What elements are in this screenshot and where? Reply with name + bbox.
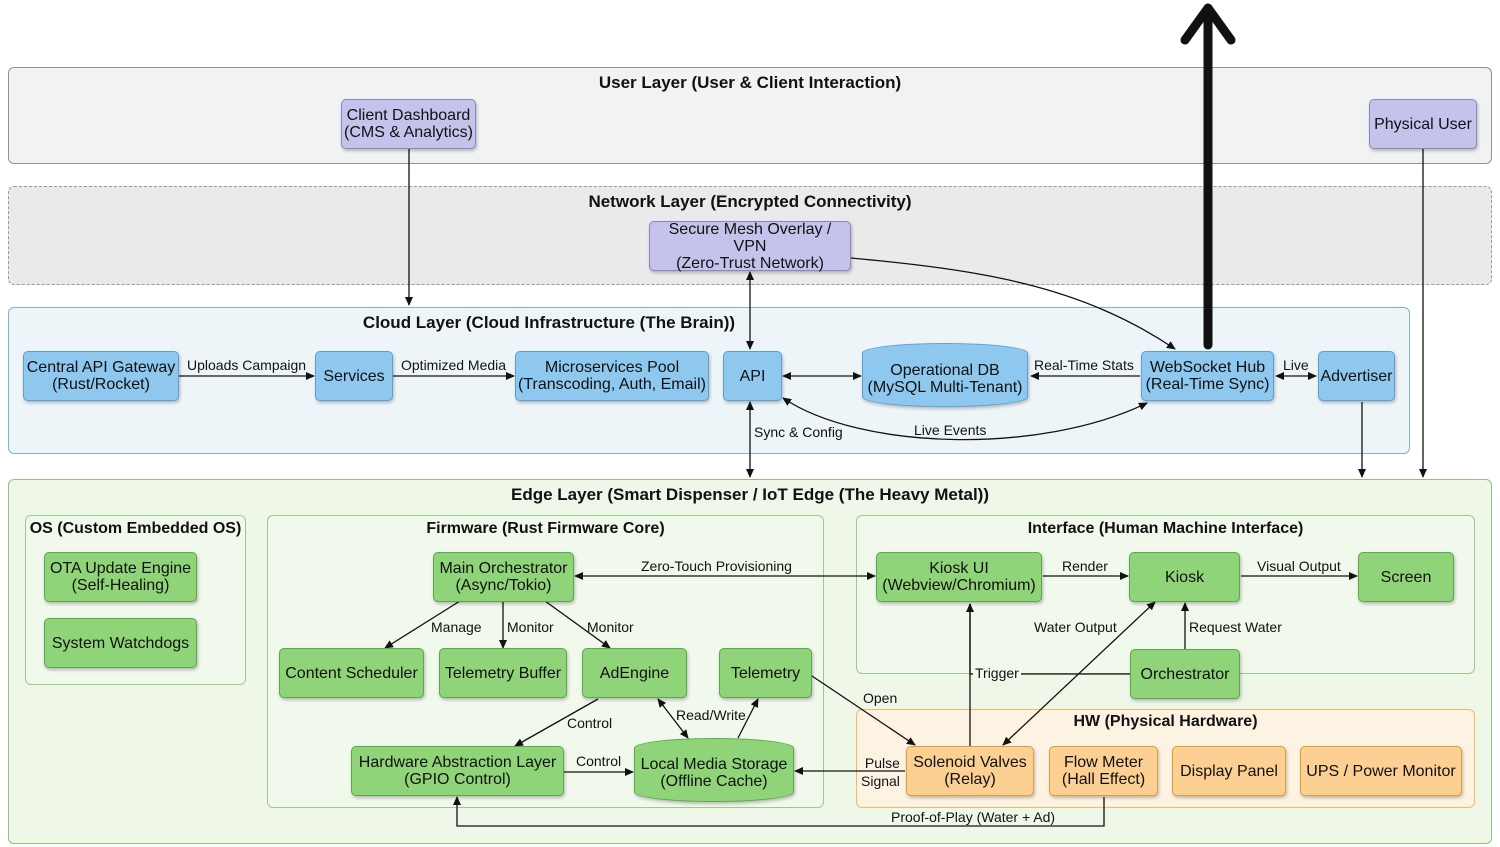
edge-label-control-2: Control — [576, 753, 622, 769]
operational-db-label: Operational DB (MySQL Multi-Tenant) — [867, 362, 1023, 396]
mesh-vpn-label: Secure Mesh Overlay / VPN (Zero-Trust Ne… — [668, 220, 832, 272]
microservices-node[interactable]: Microservices Pool (Transcoding, Auth, E… — [515, 351, 709, 401]
screen-label: Screen — [1380, 568, 1432, 586]
edge-label-control-1: Control — [567, 715, 613, 731]
edge-label-realtime-stats: Real-Time Stats — [1034, 357, 1134, 373]
telemetry-label: Telemetry — [730, 664, 801, 682]
edge-label-monitor-2: Monitor — [587, 619, 634, 635]
hal-label: Hardware Abstraction Layer (GPIO Control… — [358, 754, 557, 788]
telemetry-buffer-label: Telemetry Buffer — [444, 664, 562, 682]
client-dashboard-label: Client Dashboard (CMS & Analytics) — [344, 107, 473, 141]
kiosk-ui-label: Kiosk UI (Webview/Chromium) — [882, 560, 1036, 594]
edge-label-proof-of-play: Proof-of-Play (Water + Ad) — [889, 809, 1058, 825]
edge-label-uploads-campaign: Uploads Campaign — [187, 357, 307, 373]
telemetry-node[interactable]: Telemetry — [719, 648, 812, 698]
edge-label-request-water: Request Water — [1189, 619, 1282, 635]
user-layer: User Layer (User & Client Interaction) — [8, 67, 1492, 164]
physical-user-node[interactable]: Physical User — [1369, 99, 1477, 149]
mesh-vpn-node[interactable]: Secure Mesh Overlay / VPN (Zero-Trust Ne… — [649, 220, 851, 272]
hal-node[interactable]: Hardware Abstraction Layer (GPIO Control… — [351, 746, 564, 796]
orchestrator-node[interactable]: Orchestrator — [1130, 649, 1240, 699]
edge-label-visual-output: Visual Output — [1257, 558, 1341, 574]
edge-label-pulse-signal: Pulse Signal — [861, 755, 900, 789]
edge-layer-title: Edge Layer (Smart Dispenser / IoT Edge (… — [510, 485, 990, 504]
physical-user-label: Physical User — [1374, 115, 1472, 133]
watchdogs-label: System Watchdogs — [51, 634, 190, 652]
advertiser-label: Advertiser — [1320, 367, 1393, 385]
ups-power-monitor-label: UPS / Power Monitor — [1306, 762, 1456, 780]
edge-label-read-write: Read/Write — [676, 707, 746, 723]
main-orchestrator-node[interactable]: Main Orchestrator (Async/Tokio) — [433, 552, 574, 602]
edge-label-open: Open — [863, 690, 898, 706]
flow-meter-label: Flow Meter (Hall Effect) — [1061, 754, 1146, 788]
local-media-storage-label: Local Media Storage (Offline Cache) — [640, 756, 788, 790]
edge-label-manage: Manage — [431, 619, 482, 635]
ups-power-monitor-node[interactable]: UPS / Power Monitor — [1300, 746, 1462, 796]
ota-update-label: OTA Update Engine (Self-Healing) — [49, 560, 192, 594]
local-media-storage-node[interactable]: Local Media Storage (Offline Cache) — [634, 738, 794, 802]
edge-label-water-output: Water Output — [1034, 619, 1117, 635]
main-orchestrator-label: Main Orchestrator (Async/Tokio) — [439, 560, 568, 594]
api-label: API — [739, 367, 766, 385]
display-panel-node[interactable]: Display Panel — [1172, 746, 1286, 796]
orchestrator-label: Orchestrator — [1140, 665, 1230, 683]
edge-label-monitor-1: Monitor — [507, 619, 554, 635]
services-node[interactable]: Services — [315, 351, 393, 401]
api-gateway-label: Central API Gateway (Rust/Rocket) — [26, 359, 176, 393]
microservices-label: Microservices Pool (Transcoding, Auth, E… — [518, 359, 706, 393]
screen-node[interactable]: Screen — [1358, 552, 1454, 602]
advertiser-node[interactable]: Advertiser — [1318, 351, 1395, 401]
edge-label-live: Live — [1283, 357, 1309, 373]
cloud-layer-title: Cloud Layer (Cloud Infrastructure (The B… — [362, 313, 736, 332]
content-scheduler-node[interactable]: Content Scheduler — [279, 648, 424, 698]
watchdogs-node[interactable]: System Watchdogs — [44, 618, 197, 668]
edge-label-render: Render — [1062, 558, 1108, 574]
network-layer-title: Network Layer (Encrypted Connectivity) — [588, 192, 912, 211]
content-scheduler-label: Content Scheduler — [285, 664, 418, 682]
kiosk-label: Kiosk — [1164, 568, 1205, 586]
client-dashboard-node[interactable]: Client Dashboard (CMS & Analytics) — [341, 99, 476, 149]
edge-label-sync-config: Sync & Config — [754, 424, 843, 440]
os-group-title: OS (Custom Embedded OS) — [29, 520, 242, 537]
solenoid-valves-label: Solenoid Valves (Relay) — [913, 754, 1027, 788]
telemetry-buffer-node[interactable]: Telemetry Buffer — [439, 648, 567, 698]
edge-label-zero-touch: Zero-Touch Provisioning — [641, 558, 792, 574]
websocket-hub-node[interactable]: WebSocket Hub (Real-Time Sync) — [1141, 351, 1274, 401]
interface-group-title: Interface (Human Machine Interface) — [1027, 520, 1304, 537]
edge-label-trigger: Trigger — [973, 665, 1021, 681]
kiosk-node[interactable]: Kiosk — [1129, 552, 1240, 602]
kiosk-ui-node[interactable]: Kiosk UI (Webview/Chromium) — [876, 552, 1042, 602]
flow-meter-node[interactable]: Flow Meter (Hall Effect) — [1049, 746, 1158, 796]
user-layer-title: User Layer (User & Client Interaction) — [598, 73, 902, 92]
api-node[interactable]: API — [723, 351, 782, 401]
solenoid-valves-node[interactable]: Solenoid Valves (Relay) — [906, 746, 1034, 796]
services-label: Services — [323, 367, 385, 385]
operational-db-node[interactable]: Operational DB (MySQL Multi-Tenant) — [862, 343, 1028, 407]
api-gateway-node[interactable]: Central API Gateway (Rust/Rocket) — [23, 351, 179, 401]
display-panel-label: Display Panel — [1180, 762, 1278, 780]
adengine-node[interactable]: AdEngine — [582, 648, 687, 698]
firmware-group-title: Firmware (Rust Firmware Core) — [426, 520, 665, 537]
adengine-label: AdEngine — [599, 664, 670, 682]
edge-label-optimized-media: Optimized Media — [401, 357, 507, 373]
ota-update-node[interactable]: OTA Update Engine (Self-Healing) — [44, 552, 197, 602]
hw-group-title: HW (Physical Hardware) — [1073, 713, 1258, 730]
websocket-hub-label: WebSocket Hub (Real-Time Sync) — [1145, 359, 1270, 393]
edge-label-live-events: Live Events — [914, 422, 987, 438]
